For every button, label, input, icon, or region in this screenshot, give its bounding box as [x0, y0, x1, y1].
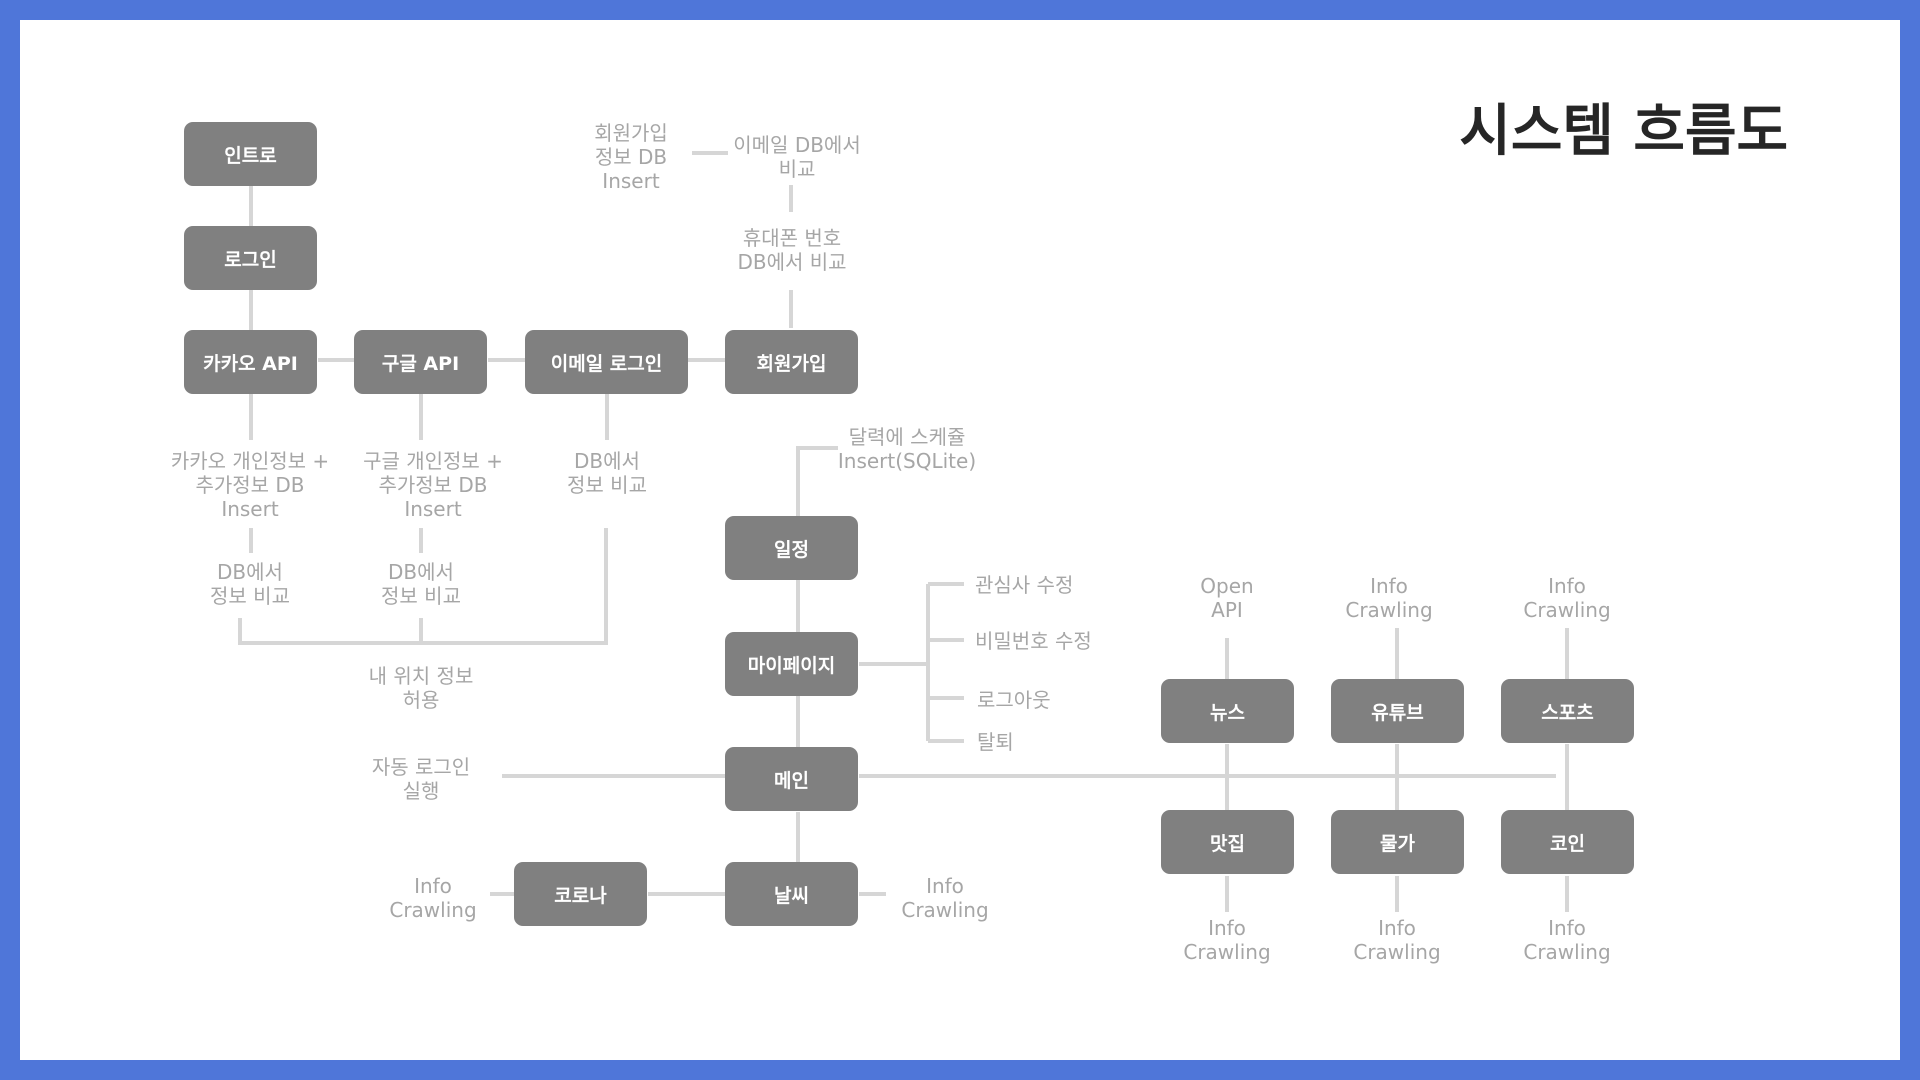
slide-canvas [20, 20, 1900, 1060]
interest-edit-note: 관심사 수정 [975, 573, 1074, 597]
sports-box: 스포츠 [1501, 679, 1634, 743]
kakao-api-box: 카카오 API [184, 330, 317, 394]
logout-note: 로그아웃 [977, 688, 1051, 712]
page-title: 시스템 흐름도 [1459, 99, 1788, 164]
weather-box: 날씨 [725, 862, 858, 926]
prices-box: 물가 [1331, 810, 1464, 874]
withdraw-note: 탈퇴 [977, 730, 1014, 754]
restaurant-crawl-note: Info Crawling [1183, 916, 1271, 964]
youtube-crawl-note: Info Crawling [1345, 574, 1433, 622]
prices-crawl-note: Info Crawling [1353, 916, 1441, 964]
kakao-db-compare-note: DB에서 정보 비교 [210, 560, 290, 608]
phone-compare-note: 휴대폰 번호 DB에서 비교 [737, 226, 847, 274]
coin-box: 코인 [1501, 810, 1634, 874]
coin-crawl-note: Info Crawling [1523, 916, 1611, 964]
calendar-insert-note: 달력에 스케쥴 Insert(SQLite) [837, 425, 977, 473]
sports-crawl-note: Info Crawling [1523, 574, 1611, 622]
weather-crawl-note: Info Crawling [901, 874, 989, 922]
google-insert-note: 구글 개인정보 + 추가정보 DB Insert [363, 449, 503, 521]
intro-box: 인트로 [184, 122, 317, 186]
youtube-box: 유튜브 [1331, 679, 1464, 743]
corona-crawl-note: Info Crawling [389, 874, 477, 922]
signup-insert-note: 회원가입 정보 DB Insert [594, 121, 668, 193]
kakao-insert-note: 카카오 개인정보 + 추가정보 DB Insert [170, 449, 330, 521]
schedule-box: 일정 [725, 516, 858, 580]
google-api-box: 구글 API [354, 330, 487, 394]
main-box: 메인 [725, 747, 858, 811]
email-db-compare-note: DB에서 정보 비교 [567, 449, 647, 497]
corona-box: 코로나 [514, 862, 647, 926]
mypage-box: 마이페이지 [725, 632, 858, 696]
signup-box: 회원가입 [725, 330, 858, 394]
login-box: 로그인 [184, 226, 317, 290]
google-db-compare-note: DB에서 정보 비교 [381, 560, 461, 608]
restaurant-box: 맛집 [1161, 810, 1294, 874]
password-edit-note: 비밀번호 수정 [975, 629, 1092, 653]
location-permission-note: 내 위치 정보 허용 [368, 664, 474, 712]
email-login-box: 이메일 로그인 [525, 330, 688, 394]
auto-login-note: 자동 로그인 실행 [371, 755, 471, 803]
email-compare-note: 이메일 DB에서 비교 [733, 133, 861, 181]
news-box: 뉴스 [1161, 679, 1294, 743]
news-source-note: Open API [1200, 574, 1254, 622]
